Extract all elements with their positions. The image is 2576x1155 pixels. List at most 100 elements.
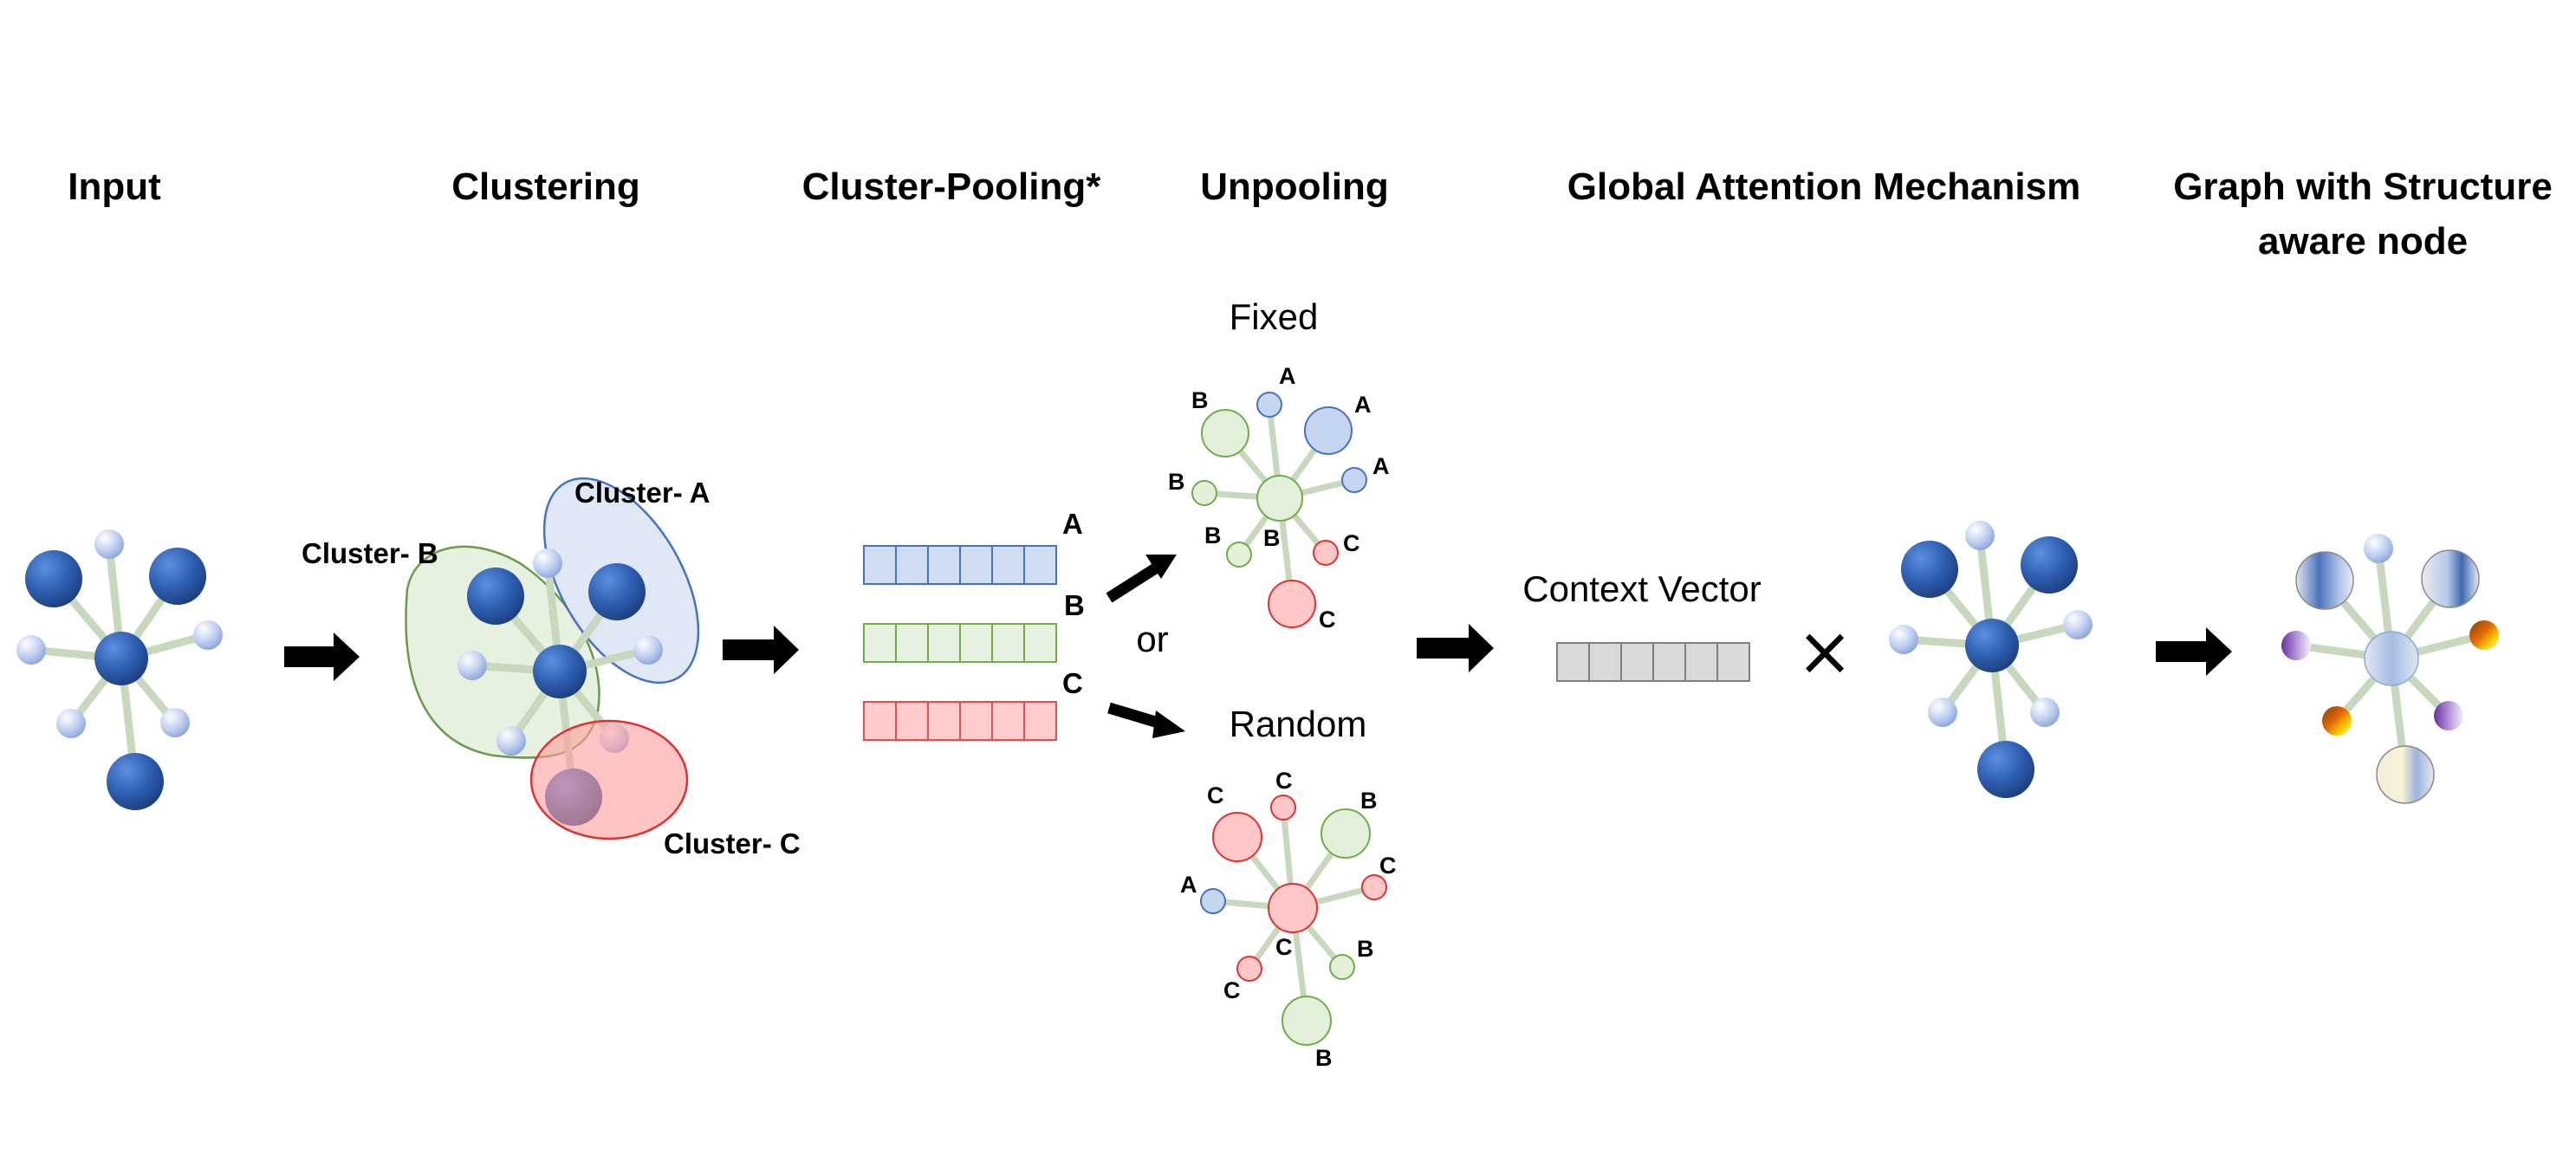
input-node-dark bbox=[107, 753, 164, 810]
random-node-c bbox=[1270, 795, 1296, 821]
fixed-node-c bbox=[1313, 540, 1339, 566]
clustering-node-light bbox=[633, 635, 663, 665]
fixed-node-a bbox=[1304, 406, 1353, 455]
input-node-dark bbox=[149, 548, 206, 605]
random-node-b bbox=[1282, 996, 1332, 1046]
random-node-b bbox=[1320, 808, 1371, 859]
clustering-node-light bbox=[457, 651, 487, 680]
structure-node-purple bbox=[2434, 701, 2463, 730]
structure-node-cream bbox=[2376, 745, 2435, 804]
attention-node-light bbox=[1889, 625, 1918, 654]
input-node-center bbox=[94, 632, 148, 685]
fixed-node-letter: A bbox=[1372, 453, 1390, 479]
attention-node-dark bbox=[2021, 536, 2078, 594]
structure-node-light bbox=[2364, 534, 2393, 563]
fixed-label: Fixed bbox=[1230, 296, 1319, 337]
fixed-node-c bbox=[1268, 580, 1316, 628]
fixed-node-a bbox=[1256, 392, 1282, 418]
clustering-node-light bbox=[533, 548, 562, 578]
input-node-light bbox=[56, 709, 86, 738]
arrow-right bbox=[1417, 624, 1494, 672]
pooled-vector-c-label: C bbox=[1062, 667, 1083, 699]
stage-title-graph-structure-line2: aware node bbox=[2258, 220, 2468, 263]
random-label: Random bbox=[1230, 704, 1367, 744]
attention-graph bbox=[1889, 521, 2093, 798]
cluster-c-label: Cluster- C bbox=[664, 827, 801, 860]
fixed-node-b bbox=[1226, 542, 1252, 568]
random-node-letter: B bbox=[1315, 1045, 1333, 1071]
attention-node-light bbox=[1965, 521, 1995, 550]
pooled-vector-a-label: A bbox=[1062, 508, 1083, 540]
cluster-c-region bbox=[529, 719, 689, 840]
input-node-dark bbox=[25, 550, 82, 607]
clustering-graph: Cluster- A Cluster- B Cluster- C bbox=[302, 477, 801, 860]
structure-node-blue-gradient bbox=[2295, 551, 2354, 610]
attention-node-center bbox=[1965, 619, 2019, 672]
fixed-node-letter: C bbox=[1319, 607, 1336, 633]
structure-node-orange bbox=[2469, 620, 2499, 650]
pooled-vectors: A B C bbox=[863, 508, 1085, 741]
fixed-node-letter: A bbox=[1354, 392, 1372, 418]
input-node-light bbox=[160, 708, 190, 737]
random-node-letter: C bbox=[1379, 853, 1397, 879]
context-vector-label: Context Vector bbox=[1522, 568, 1761, 609]
fixed-node-a bbox=[1341, 467, 1367, 493]
stage-title-graph-structure-line1: Graph with Structure bbox=[2173, 165, 2553, 208]
arrow-to-fixed bbox=[1106, 555, 1177, 603]
random-node-letter: B bbox=[1357, 936, 1374, 962]
clustering-node-dark bbox=[588, 563, 646, 620]
random-node-c bbox=[1236, 956, 1262, 982]
stage-title-global-attention: Global Attention Mechanism bbox=[1567, 165, 2080, 208]
random-node-letter: C bbox=[1275, 934, 1293, 960]
fixed-node-center-b bbox=[1256, 475, 1303, 522]
input-node-light bbox=[193, 620, 223, 650]
arrow-right bbox=[2156, 627, 2232, 676]
fixed-node-letter: B bbox=[1263, 525, 1281, 551]
fixed-node-letter: B bbox=[1204, 522, 1222, 548]
random-node-letter: B bbox=[1360, 788, 1378, 814]
structure-node-orange bbox=[2322, 706, 2352, 736]
attention-node-light bbox=[1928, 698, 1957, 727]
cluster-b-label: Cluster- B bbox=[302, 537, 438, 569]
clustering-node-light bbox=[496, 726, 526, 756]
random-node-center-c bbox=[1268, 883, 1318, 933]
pooled-vector-a bbox=[863, 545, 1057, 585]
fixed-graph: A B A A B B B C C bbox=[1168, 363, 1390, 633]
fixed-node-letter: B bbox=[1168, 469, 1185, 495]
random-node-c bbox=[1212, 812, 1262, 862]
stage-title-input: Input bbox=[68, 165, 161, 208]
clustering-node-dark bbox=[467, 568, 524, 625]
or-label: or bbox=[1136, 619, 1168, 659]
input-graph bbox=[16, 529, 223, 810]
random-node-c bbox=[1361, 874, 1387, 900]
fixed-node-letter: A bbox=[1279, 363, 1296, 389]
context-vector bbox=[1556, 642, 1750, 682]
structure-node-blue-gradient bbox=[2421, 549, 2480, 608]
fixed-node-letter: C bbox=[1343, 530, 1360, 556]
stage-title-clustering: Clustering bbox=[451, 165, 640, 208]
random-graph: C C B C A C C B B bbox=[1180, 768, 1397, 1071]
input-node-light bbox=[16, 635, 46, 665]
pooled-vector-b bbox=[863, 623, 1057, 663]
attention-node-light bbox=[2063, 610, 2093, 639]
arrow-to-random bbox=[1107, 702, 1185, 738]
stage-title-cluster-pooling: Cluster-Pooling* bbox=[802, 165, 1102, 208]
arrow-right bbox=[284, 633, 360, 681]
structure-node-center bbox=[2364, 631, 2419, 686]
random-node-letter: C bbox=[1275, 768, 1293, 794]
fixed-node-letter: B bbox=[1191, 387, 1209, 413]
fixed-node-b bbox=[1201, 409, 1249, 457]
random-node-b bbox=[1329, 954, 1355, 980]
pooled-vector-c bbox=[863, 701, 1057, 741]
random-node-letter: C bbox=[1223, 977, 1241, 1003]
clustering-node-center bbox=[533, 645, 587, 698]
attention-node-dark bbox=[1901, 541, 1958, 598]
structure-aware-graph bbox=[2281, 534, 2499, 804]
structure-node-purple bbox=[2281, 631, 2311, 660]
random-node-letter: C bbox=[1207, 782, 1224, 808]
input-node-light bbox=[94, 529, 124, 559]
random-node-a bbox=[1200, 888, 1226, 914]
attention-node-dark bbox=[1977, 741, 2034, 798]
stage-title-unpooling: Unpooling bbox=[1200, 165, 1389, 208]
